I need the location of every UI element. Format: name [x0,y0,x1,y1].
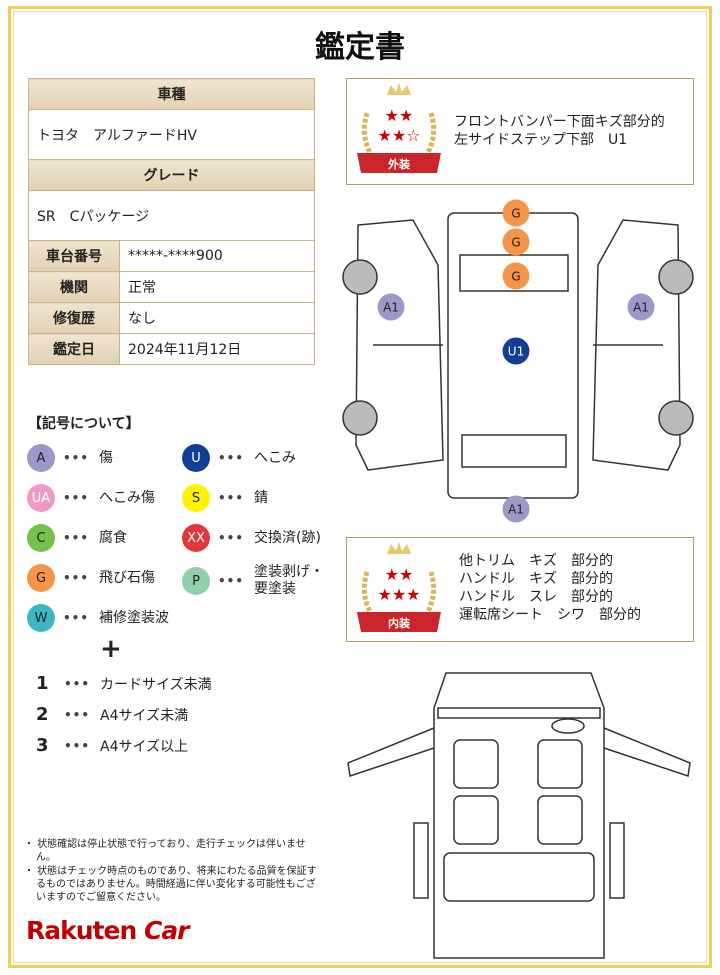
size-item: 1•••カードサイズ未満 [36,673,212,694]
disclaimer-notes: ・ 状態確認は停止状態で行っており、走行チェックは伴いません。 ・ 状態はチェッ… [24,838,324,905]
grade-value: SR Cパッケージ [28,190,315,241]
svg-text:★★: ★★ [385,106,414,125]
page-frame [8,6,712,968]
exterior-notes: フロントバンパー下面キズ部分的 左サイドステップ下部 U1 [454,114,665,148]
legend-item: W•••補修塗装波 [27,604,169,632]
legend-item: S•••錆 [182,484,268,512]
row-value: 正常 [119,271,315,303]
legend-item: XX•••交換済(跡) [182,524,321,552]
legend-label: 傷 [99,449,114,466]
legend-symbol: W [27,604,55,632]
exterior-car-diagram [342,212,694,499]
legend-symbol: S [182,484,210,512]
row-label: 機関 [28,271,120,303]
size-item: 2•••A4サイズ未満 [36,704,189,725]
size-label: A4サイズ以上 [100,738,189,755]
rakuten-car-logo: Rakuten Car [26,916,190,945]
row-label: 修復歴 [28,302,120,334]
model-value: トヨタ アルファードHV [28,109,315,160]
legend-label: 補修塗装波 [99,609,170,626]
interior-car-diagram [347,672,691,959]
row-value: *****-****900 [119,240,315,272]
size-label: カードサイズ未満 [100,676,212,693]
legend-label: 錆 [254,489,269,506]
interior-notes: 他トリム キズ 部分的 ハンドル キズ 部分的 ハンドル スレ 部分的 運転席シ… [459,553,641,623]
legend-label: へこみ [254,449,297,466]
note: ・ 状態確認は停止状態で行っており、走行チェックは伴いません。 [24,839,306,863]
legend-symbol: U [182,444,210,472]
damage-marker-a1[interactable]: A1 [627,293,655,321]
damage-marker-u1[interactable]: U1 [502,337,530,365]
svg-text:★★★: ★★★ [377,585,420,604]
damage-marker-a1[interactable]: A1 [502,495,530,523]
page-title: 鑑定書 [315,30,405,65]
size-number: 2 [36,704,49,725]
row-value: なし [119,302,315,334]
grade-header: グレード [28,159,315,191]
size-number: 1 [36,673,49,694]
legend-label: 飛び石傷 [99,569,156,586]
legend-symbol: UA [27,484,55,512]
svg-text:内装: 内装 [388,616,410,630]
legend-item: UA•••へこみ傷 [27,484,155,512]
exterior-rating-badge: ★★ ★★☆ 外装 [357,83,441,173]
row-value: 2024年11月12日 [119,333,315,365]
legend-title: 【記号について】 [28,416,140,432]
plus-sign: + [100,634,122,664]
legend-item: G•••飛び石傷 [27,564,155,592]
legend-label: 交換済(跡) [254,529,321,546]
size-number: 3 [36,735,49,756]
vehicle-info-table: 車種 トヨタ アルファードHV グレード SR Cパッケージ 車台番号*****… [28,78,315,365]
legend-symbol: G [27,564,55,592]
legend-item: P•••塗装剥げ・ 要塗装 [182,564,324,598]
model-header: 車種 [28,78,315,110]
damage-marker-g[interactable]: G [502,199,530,227]
note: ・ 状態はチェック時点のものであり、将来にわたる品質を保証するものではありません… [24,866,317,903]
damage-marker-g[interactable]: G [502,228,530,256]
row-label: 車台番号 [28,240,120,272]
legend-symbol: A [27,444,55,472]
row-label: 鑑定日 [28,333,120,365]
legend-item: A•••傷 [27,444,113,472]
interior-rating-badge: ★★ ★★★ 内装 [357,542,441,632]
legend-symbol: C [27,524,55,552]
size-label: A4サイズ未満 [100,707,189,724]
exterior-rating-box: ★★ ★★☆ 外装 フロントバンパー下面キズ部分的 左サイドステップ下部 U1 [346,78,694,185]
legend-symbol: XX [182,524,210,552]
interior-rating-box: ★★ ★★★ 内装 他トリム キズ 部分的 ハンドル キズ 部分的 ハンドル ス… [346,537,694,642]
legend-label: 塗装剥げ・ 要塗装 [254,564,325,597]
legend-label: へこみ傷 [99,489,156,506]
legend-symbol: P [182,567,210,595]
size-item: 3•••A4サイズ以上 [36,735,189,756]
damage-marker-a1[interactable]: A1 [377,293,405,321]
legend-label: 腐食 [99,529,128,546]
legend-item: U•••へこみ [182,444,296,472]
legend-item: C•••腐食 [27,524,127,552]
svg-text:★★: ★★ [385,565,414,584]
svg-text:外装: 外装 [387,157,410,171]
damage-marker-g[interactable]: G [502,262,530,290]
svg-text:★★☆: ★★☆ [377,126,420,145]
